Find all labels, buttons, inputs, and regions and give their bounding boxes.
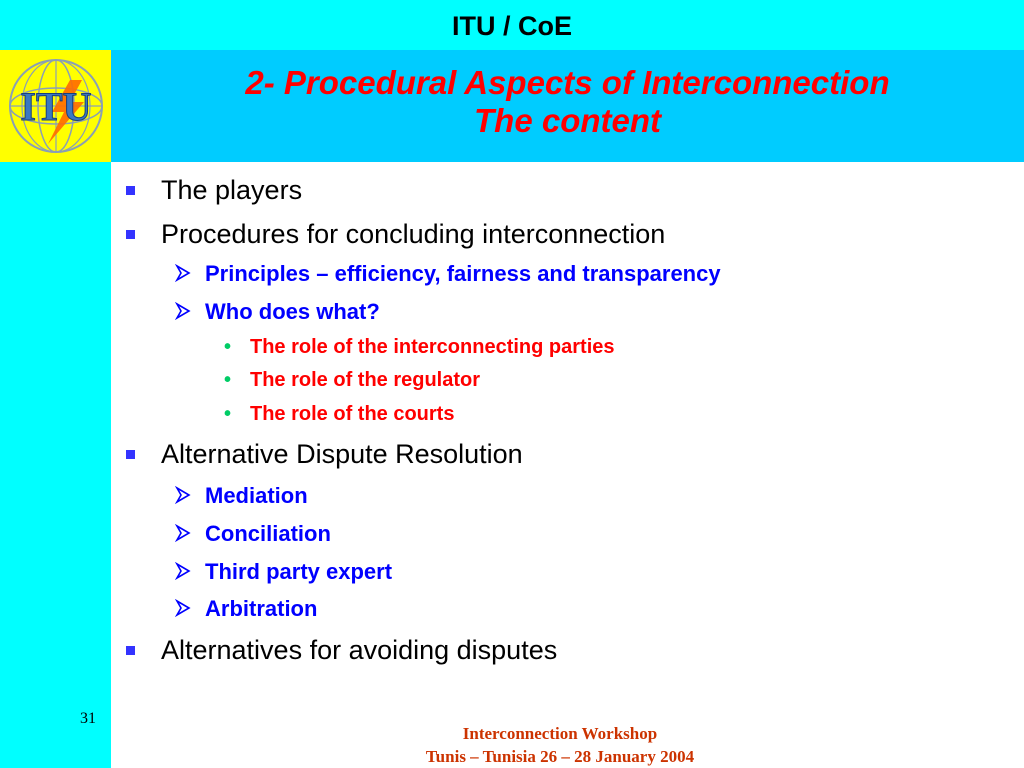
- bullet-list: The players Procedures for concluding in…: [111, 162, 1024, 768]
- list-item-text: The role of the regulator: [250, 369, 481, 391]
- list-item-text: The role of the courts: [250, 403, 455, 425]
- page-number: 31: [80, 710, 96, 727]
- header-title: ITU / CoE: [452, 11, 572, 41]
- top-bar: [0, 0, 1024, 50]
- list-item-text: Alternatives for avoiding disputes: [161, 635, 558, 665]
- footer-line2: Tunis – Tunisia 26 – 28 January 2004: [425, 747, 695, 766]
- list-item: • The role of the courts: [224, 403, 454, 426]
- arrow-bullet-icon: [174, 560, 191, 586]
- square-bullet-icon: [126, 186, 135, 195]
- arrow-bullet-icon: [174, 262, 191, 288]
- list-item-text: The players: [161, 175, 303, 205]
- itu-logo: ITU: [0, 50, 111, 162]
- itu-logo-graphic: ITU: [0, 50, 111, 162]
- list-item-text: Mediation: [205, 483, 308, 508]
- title-band: [111, 50, 1024, 162]
- square-bullet-icon: [126, 646, 135, 655]
- slide-title-line2: The content: [474, 102, 661, 139]
- logo-lettering: ITU: [20, 84, 91, 129]
- slide-title: 2- Procedural Aspects of Interconnection…: [111, 64, 1024, 140]
- list-item: Conciliation: [174, 521, 331, 548]
- list-item-text: Procedures for concluding interconnectio…: [161, 219, 666, 249]
- list-item: Third party expert: [174, 559, 393, 586]
- square-bullet-icon: [126, 450, 135, 459]
- footer-line1: Interconnection Workshop: [462, 724, 658, 743]
- list-item: Principles – efficiency, fairness and tr…: [174, 261, 721, 288]
- arrow-bullet-icon: [174, 300, 191, 326]
- list-item-text: Arbitration: [205, 596, 318, 621]
- footer: Interconnection Workshop Tunis – Tunisia…: [330, 722, 790, 768]
- list-item: The players: [126, 175, 302, 206]
- arrow-bullet-icon: [174, 597, 191, 623]
- arrow-bullet-icon: [174, 484, 191, 510]
- list-item: • The role of the regulator: [224, 369, 480, 392]
- list-item-text: Principles – efficiency, fairness and tr…: [205, 261, 721, 286]
- square-bullet-icon: [126, 230, 135, 239]
- list-item: Alternative Dispute Resolution: [126, 439, 523, 470]
- dot-bullet-icon: •: [224, 336, 232, 358]
- list-item: Mediation: [174, 483, 308, 510]
- dot-bullet-icon: •: [224, 403, 232, 425]
- list-item-text: Conciliation: [205, 521, 331, 546]
- list-item: • The role of the interconnecting partie…: [224, 336, 615, 359]
- dot-bullet-icon: •: [224, 369, 232, 391]
- list-item: Alternatives for avoiding disputes: [126, 635, 557, 666]
- arrow-bullet-icon: [174, 522, 191, 548]
- list-item-text: Who does what?: [205, 299, 380, 324]
- list-item: Who does what?: [174, 299, 380, 326]
- list-item: Procedures for concluding interconnectio…: [126, 219, 665, 250]
- list-item: Arbitration: [174, 596, 318, 623]
- list-item-text: Alternative Dispute Resolution: [161, 439, 523, 469]
- list-item-text: The role of the interconnecting parties: [250, 336, 615, 358]
- slide-title-line1: 2- Procedural Aspects of Interconnection: [245, 64, 890, 101]
- list-item-text: Third party expert: [205, 559, 393, 584]
